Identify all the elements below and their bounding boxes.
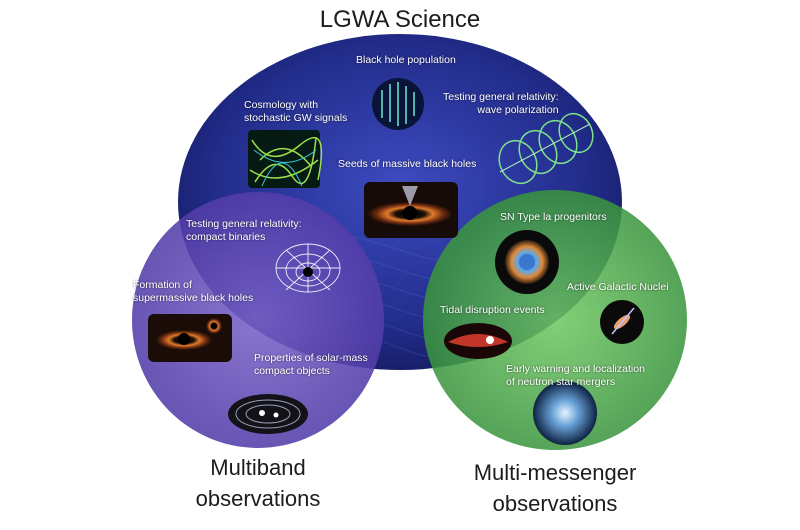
- topic-line: compact binaries: [186, 231, 266, 243]
- diagram-title: LGWA Science: [319, 6, 481, 33]
- topic-sn-type-ia: SN Type la progenitors: [500, 211, 607, 224]
- cosmology-image: [248, 130, 323, 188]
- topic-line: Cosmology with: [244, 99, 319, 111]
- formation-smbh-image: [148, 314, 232, 362]
- multiband-region: [132, 192, 384, 448]
- topic-line: wave polarization: [477, 104, 559, 116]
- topic-black-hole-population: Black hole population: [356, 54, 456, 67]
- multimessenger-label: Multi-messenger observations: [440, 457, 670, 519]
- topic-line: Testing general relativity:: [443, 91, 559, 103]
- neutron-star-mergers-image: [533, 381, 597, 445]
- black-hole-population-image: [372, 78, 424, 130]
- topic-active-galactic-nuclei: Active Galactic Nuclei: [567, 281, 669, 294]
- topic-seeds-massive-black-holes: Seeds of massive black holes: [338, 158, 476, 171]
- agn-image: [600, 300, 644, 344]
- topic-line: Active Galactic Nuclei: [567, 281, 669, 293]
- topic-line: supermassive black holes: [133, 292, 254, 304]
- multimessenger-label-line1: Multi-messenger: [473, 460, 637, 485]
- seeds-black-holes-image: [364, 182, 458, 238]
- multiband-label-line2: observations: [195, 486, 321, 511]
- topic-gr-wave-polarization: Testing general relativity: wave polariz…: [443, 91, 559, 117]
- topic-line: compact objects: [254, 365, 330, 377]
- multimessenger-region: [423, 190, 687, 450]
- solar-mass-objects-image: [228, 394, 308, 434]
- topic-formation-smbh: Formation of supermassive black holes: [133, 279, 253, 305]
- topic-solar-mass-objects: Properties of solar-mass compact objects: [254, 352, 368, 378]
- topic-line: Testing general relativity:: [186, 218, 302, 230]
- topic-line: Seeds of massive black holes: [338, 158, 477, 170]
- wave-polarization-image: [498, 112, 594, 185]
- compact-binaries-image: [275, 243, 341, 293]
- topic-line: of neutron star mergers: [506, 376, 616, 388]
- multiband-label-line1: Multiband: [210, 455, 306, 480]
- sn-progenitors-image: [495, 230, 559, 294]
- topic-line: Formation of: [133, 279, 192, 291]
- topic-cosmology: Cosmology with stochastic GW signals: [244, 99, 347, 125]
- topic-line: Black hole population: [356, 54, 456, 66]
- topic-line: Early warning and localization: [506, 363, 645, 375]
- tidal-disruption-image: [444, 323, 512, 359]
- topic-line: stochastic GW signals: [244, 112, 348, 124]
- topic-tidal-disruption: Tidal disruption events: [440, 304, 545, 317]
- multimessenger-label-line2: observations: [492, 491, 618, 516]
- topic-early-warning: Early warning and localization of neutro…: [506, 363, 645, 389]
- multiband-label: Multiband observations: [158, 452, 358, 514]
- topic-line: Tidal disruption events: [440, 304, 545, 316]
- topic-line: SN Type la progenitors: [500, 211, 607, 223]
- topic-line: Properties of solar-mass: [254, 352, 368, 364]
- topic-gr-compact-binaries: Testing general relativity: compact bina…: [186, 218, 302, 244]
